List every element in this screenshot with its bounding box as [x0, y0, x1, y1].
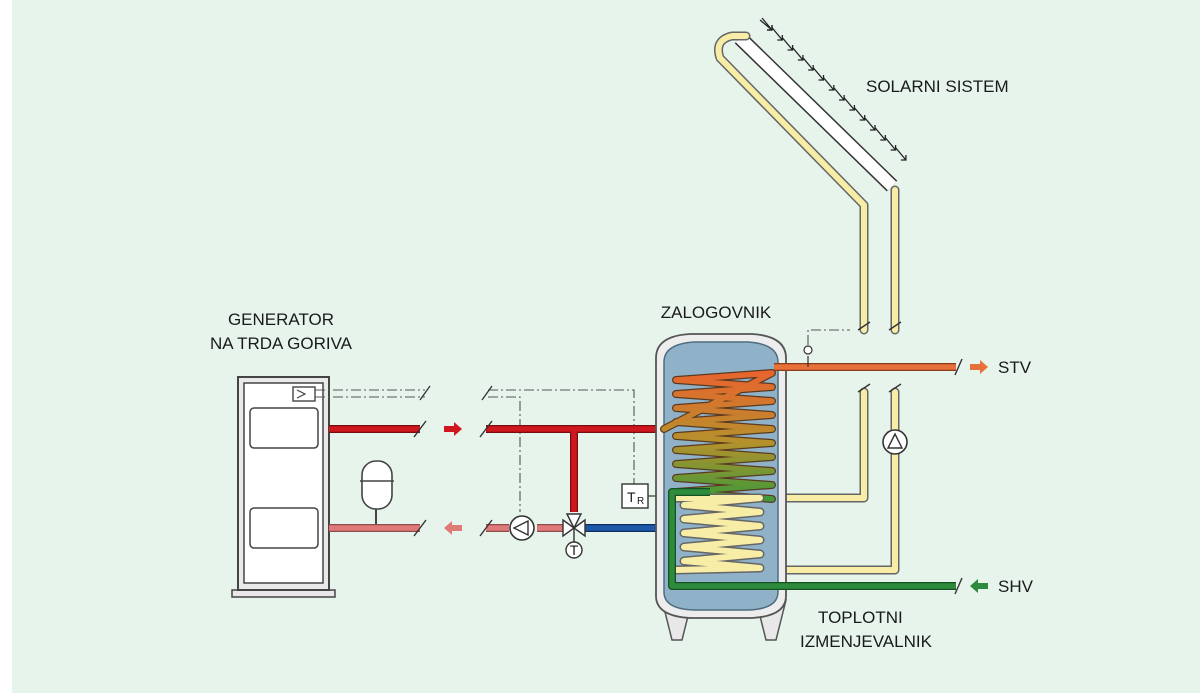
sun-ray-arrowhead [767, 25, 773, 31]
sun-ray-arrow-icon [771, 27, 783, 41]
sun-ray-arrows [761, 17, 907, 161]
valve-actuator [565, 541, 583, 559]
control-break-marks [419, 385, 493, 401]
shv-label: SHV [998, 577, 1034, 596]
control-signal-lines [315, 329, 850, 512]
sun-ray-arrowhead [870, 125, 876, 131]
stv-sensor-icon [803, 345, 813, 355]
controller-label-r: R [637, 496, 644, 507]
three-way-valve-icon: T [562, 513, 586, 559]
sun-ray-arrow-icon [874, 127, 886, 141]
valve-actuator-label: T [570, 542, 579, 558]
sun-ray-arrowhead [859, 115, 866, 121]
solid-fuel-generator: GENERATOR NA TRDA GORIVA [210, 310, 353, 598]
controller-label-t: T [627, 489, 636, 505]
temperature-controller: T R [621, 483, 665, 509]
background-panel [12, 0, 1200, 693]
solar-system-label: SOLARNI SISTEM [866, 77, 1009, 96]
sun-ray-arrow-icon [854, 107, 866, 121]
sun-ray-arrowhead [900, 155, 907, 161]
tank-label: ZALOGOVNIK [661, 303, 772, 322]
collector-panel [734, 32, 898, 192]
sun-ray-arrowhead [777, 35, 783, 41]
sun-ray-arrowhead [787, 45, 794, 51]
sun-ray-arrow-icon [761, 17, 773, 31]
solar-pump-icon [882, 429, 908, 455]
sun-ray-arrow-icon [885, 137, 897, 151]
shv-arrow-icon [970, 579, 988, 593]
hot-water-outlet-pipe: STV [774, 345, 1032, 377]
sun-ray-arrowhead [828, 85, 835, 91]
sun-ray-arrow-icon [802, 57, 814, 71]
sun-ray-arrowhead [890, 145, 897, 151]
upper-heat-exchanger-coil [660, 369, 776, 503]
pipe-break-marks [857, 321, 902, 393]
generator-door-upper [249, 407, 319, 449]
stv-label: STV [998, 358, 1032, 377]
exchanger-label-line1: TOPLOTNI [818, 608, 903, 627]
supply-pipe [329, 420, 664, 512]
lower-solar-coil [671, 493, 765, 575]
sun-ray-arrowhead [880, 135, 886, 141]
return-arrow-icon [444, 521, 462, 535]
sun-ray-arrow-icon [792, 47, 804, 61]
sun-ray-arrow-icon [833, 87, 845, 101]
pump-icon [509, 515, 535, 541]
generator-door-lower [249, 507, 319, 549]
generator-label-line1: GENERATOR [228, 310, 334, 329]
sun-ray-arrowhead [797, 55, 804, 61]
sun-ray-arrow-icon [843, 97, 855, 111]
return-pipe [329, 519, 563, 537]
stv-arrow-icon [970, 360, 988, 374]
sun-ray-arrow-icon [823, 77, 835, 91]
sun-ray-arrowhead [808, 65, 814, 71]
sun-ray-arrowhead [849, 105, 856, 111]
generator-label-line2: NA TRDA GORIVA [210, 334, 353, 353]
exchanger-label-line2: IZMENJEVALNIK [800, 632, 933, 651]
sun-ray-arrow-icon [782, 37, 794, 51]
supply-arrow-icon [444, 422, 462, 436]
sun-ray-arrow-icon [813, 67, 824, 81]
sun-ray-arrowhead [839, 95, 845, 101]
sun-ray-arrow-icon [864, 117, 876, 131]
sun-ray-arrowhead [818, 75, 825, 81]
cold-water-inlet-pipe: SHV [668, 488, 1034, 596]
sun-ray-arrow-icon [895, 147, 907, 161]
